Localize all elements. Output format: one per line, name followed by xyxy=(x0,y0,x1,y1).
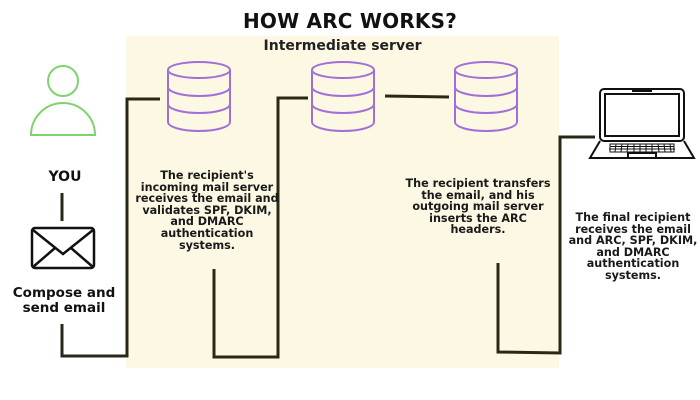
envelope-icon xyxy=(30,226,96,270)
server-2-database-icon xyxy=(311,61,375,132)
server-3-description: The recipient transfers the email, and h… xyxy=(405,177,551,237)
intermediate-server-panel xyxy=(126,36,559,368)
server-1-database-icon xyxy=(167,61,231,132)
intermediate-server-label: Intermediate server xyxy=(263,38,422,54)
server-1-description: The recipient's incoming mail server rec… xyxy=(135,169,279,252)
server-3-database-icon xyxy=(454,61,518,132)
final-recipient-description: The final recipient receives the email a… xyxy=(568,211,698,282)
sender-action: Compose and send email xyxy=(12,285,116,316)
connector-server3-to-laptop xyxy=(496,135,595,355)
sender-label: YOU xyxy=(48,169,82,185)
laptop-icon xyxy=(588,88,696,159)
connector-sender-to-server1 xyxy=(60,97,160,358)
connector-server1-to-server2 xyxy=(212,96,308,359)
connector-server2-to-server3 xyxy=(384,94,450,99)
user-icon xyxy=(29,65,97,136)
diagram-title: HOW ARC WORKS? xyxy=(242,9,458,33)
